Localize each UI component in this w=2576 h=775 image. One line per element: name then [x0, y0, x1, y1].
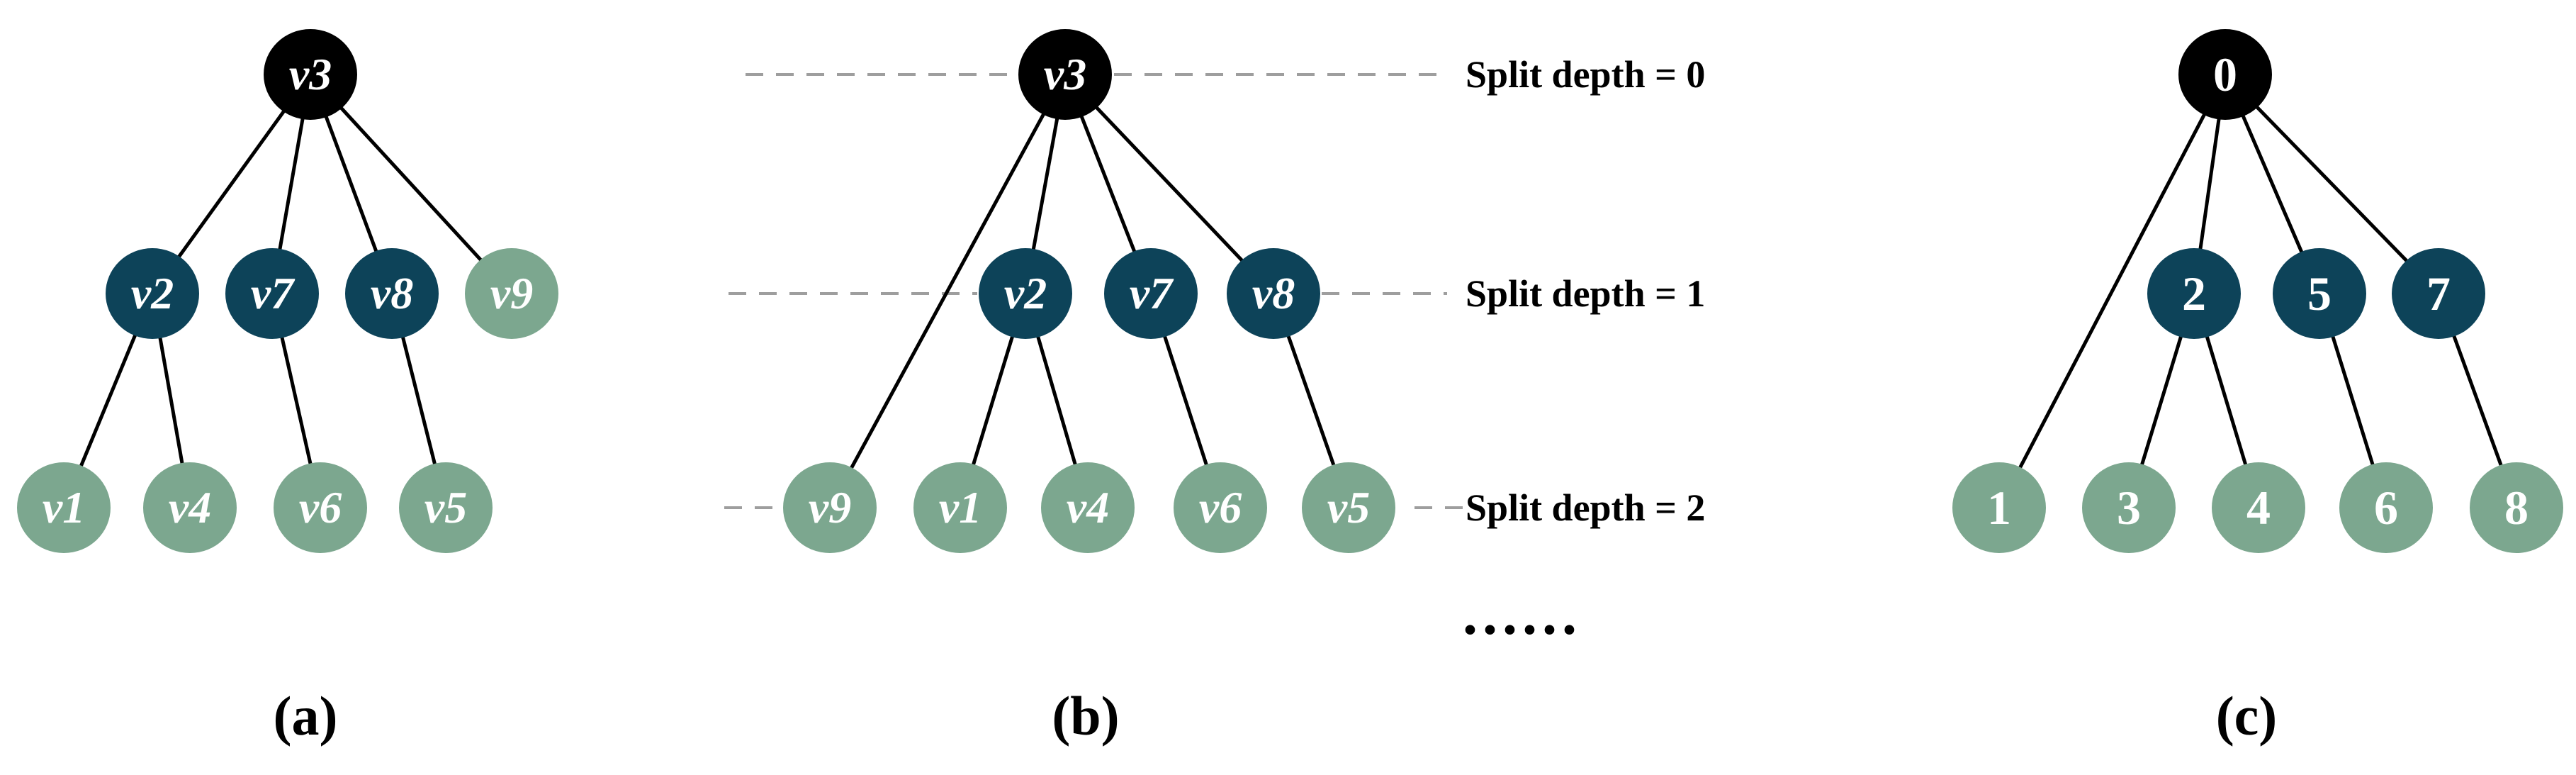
node-a-v4: v4: [143, 462, 237, 553]
split-depth-label-1: Split depth = 1: [1466, 272, 1706, 315]
node-c-8: 8: [2470, 462, 2563, 553]
edge-b-v3-v8: [1064, 73, 1275, 295]
node-b-v9: v9: [783, 462, 877, 553]
split-depth-label-0: Split depth = 0: [1466, 53, 1706, 96]
continuation-dots: ......: [1463, 581, 1582, 647]
node-a-v3: v3: [264, 29, 357, 120]
node-a-v1: v1: [17, 462, 111, 553]
edge-c-0-7: [2224, 73, 2440, 295]
node-b-v8: v8: [1227, 248, 1320, 339]
node-a-v5: v5: [399, 462, 493, 553]
split-depth-lines: [724, 73, 1463, 509]
edge-a-v3-v9: [309, 73, 513, 295]
node-b-v4: v4: [1041, 462, 1135, 553]
node-c-1: 1: [1952, 462, 2046, 553]
split-depth-label-2: Split depth = 2: [1466, 486, 1706, 529]
node-b-v6: v6: [1174, 462, 1267, 553]
node-a-v2: v2: [106, 248, 199, 339]
panel-c-caption: (c): [2215, 685, 2278, 747]
node-a-v7: v7: [225, 248, 319, 339]
node-c-2: 2: [2147, 248, 2241, 339]
node-b-v3: v3: [1018, 29, 1112, 120]
node-c-0: 0: [2178, 29, 2272, 120]
node-c-4: 4: [2212, 462, 2305, 553]
panel-a-caption: (a): [273, 685, 338, 747]
node-c-3: 3: [2082, 462, 2176, 553]
node-a-v6: v6: [274, 462, 367, 553]
node-a-v9: v9: [465, 248, 558, 339]
edge-b-v3-v9: [828, 73, 1067, 509]
node-b-v1: v1: [913, 462, 1007, 553]
node-c-6: 6: [2339, 462, 2433, 553]
node-a-v8: v8: [345, 248, 439, 339]
panel-b-caption: (b): [1052, 685, 1120, 747]
node-b-v5: v5: [1302, 462, 1395, 553]
node-b-v2: v2: [979, 248, 1072, 339]
node-c-5: 5: [2273, 248, 2366, 339]
node-b-v7: v7: [1104, 248, 1198, 339]
node-c-7: 7: [2392, 248, 2485, 339]
edge-c-0-1: [1997, 73, 2227, 509]
